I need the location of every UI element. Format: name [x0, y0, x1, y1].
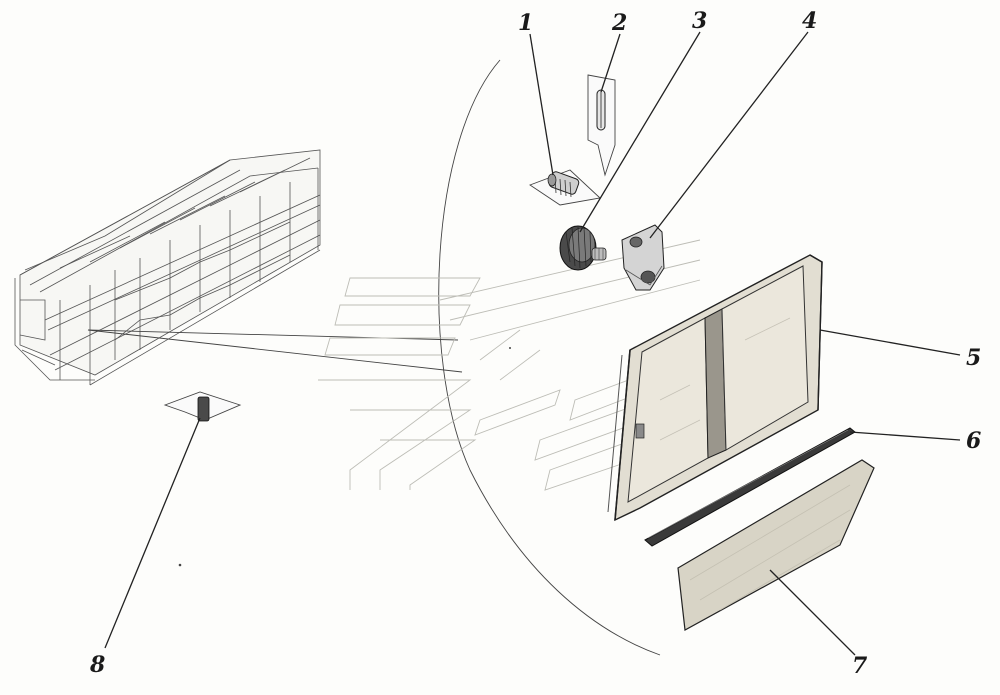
part-5-window-frame [607, 254, 823, 522]
callout-3: 3 [692, 8, 707, 34]
bus-body-frame [14, 149, 321, 386]
callout-7: 7 [852, 653, 868, 679]
callout-1: 1 [518, 10, 533, 36]
part-3-knob [559, 225, 607, 271]
part-4-bracket [621, 224, 665, 291]
stray-dot [509, 347, 511, 349]
callout-6: 6 [966, 428, 981, 454]
callout-4: 4 [802, 8, 817, 34]
part-2-clip [587, 74, 616, 177]
part-1-bolt [529, 169, 601, 206]
part-7-glass-pane [677, 459, 875, 631]
callout-leader-lines [104, 31, 961, 656]
callout-8: 8 [89, 652, 105, 678]
callout-5: 5 [966, 345, 981, 371]
stray-dot [178, 563, 182, 567]
detail-boundary-arc [438, 59, 661, 656]
part-8-block [163, 391, 242, 422]
bus-leader-lines [87, 329, 463, 373]
callout-2: 2 [611, 10, 627, 36]
